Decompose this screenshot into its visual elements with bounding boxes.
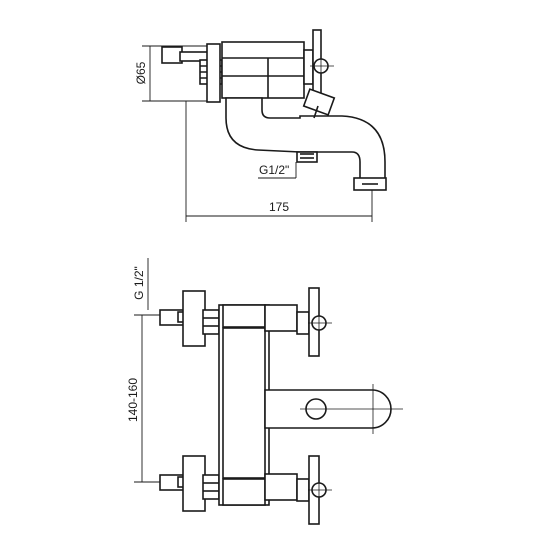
center-distance-label: 140-160 (126, 378, 140, 422)
outlet-connector: G1/2" (258, 151, 318, 179)
front-thread-label: G 1/2" (132, 266, 146, 300)
side-view: Ø65 (134, 29, 387, 222)
depth-dimension: 175 (186, 190, 373, 222)
bottom-inlet-connector (159, 455, 220, 512)
depth-label: 175 (269, 200, 289, 214)
front-body (218, 304, 270, 506)
diameter-label: Ø65 (134, 61, 148, 84)
outlet-thread-label: G1/2" (259, 163, 289, 177)
top-inlet-connector (159, 290, 220, 347)
thread-dimension: G 1/2" (132, 258, 149, 310)
bottom-valve (264, 455, 332, 525)
mixer-body (221, 41, 305, 99)
center-distance-dimension: 140-160 (126, 314, 178, 483)
inlet-connector (161, 43, 223, 103)
spout (225, 88, 387, 191)
side-handle (303, 29, 334, 108)
diameter-dimension: Ø65 (134, 45, 214, 102)
front-spout (264, 384, 403, 434)
front-view: G 1/2" 140-160 (126, 258, 403, 525)
top-valve (264, 287, 332, 357)
